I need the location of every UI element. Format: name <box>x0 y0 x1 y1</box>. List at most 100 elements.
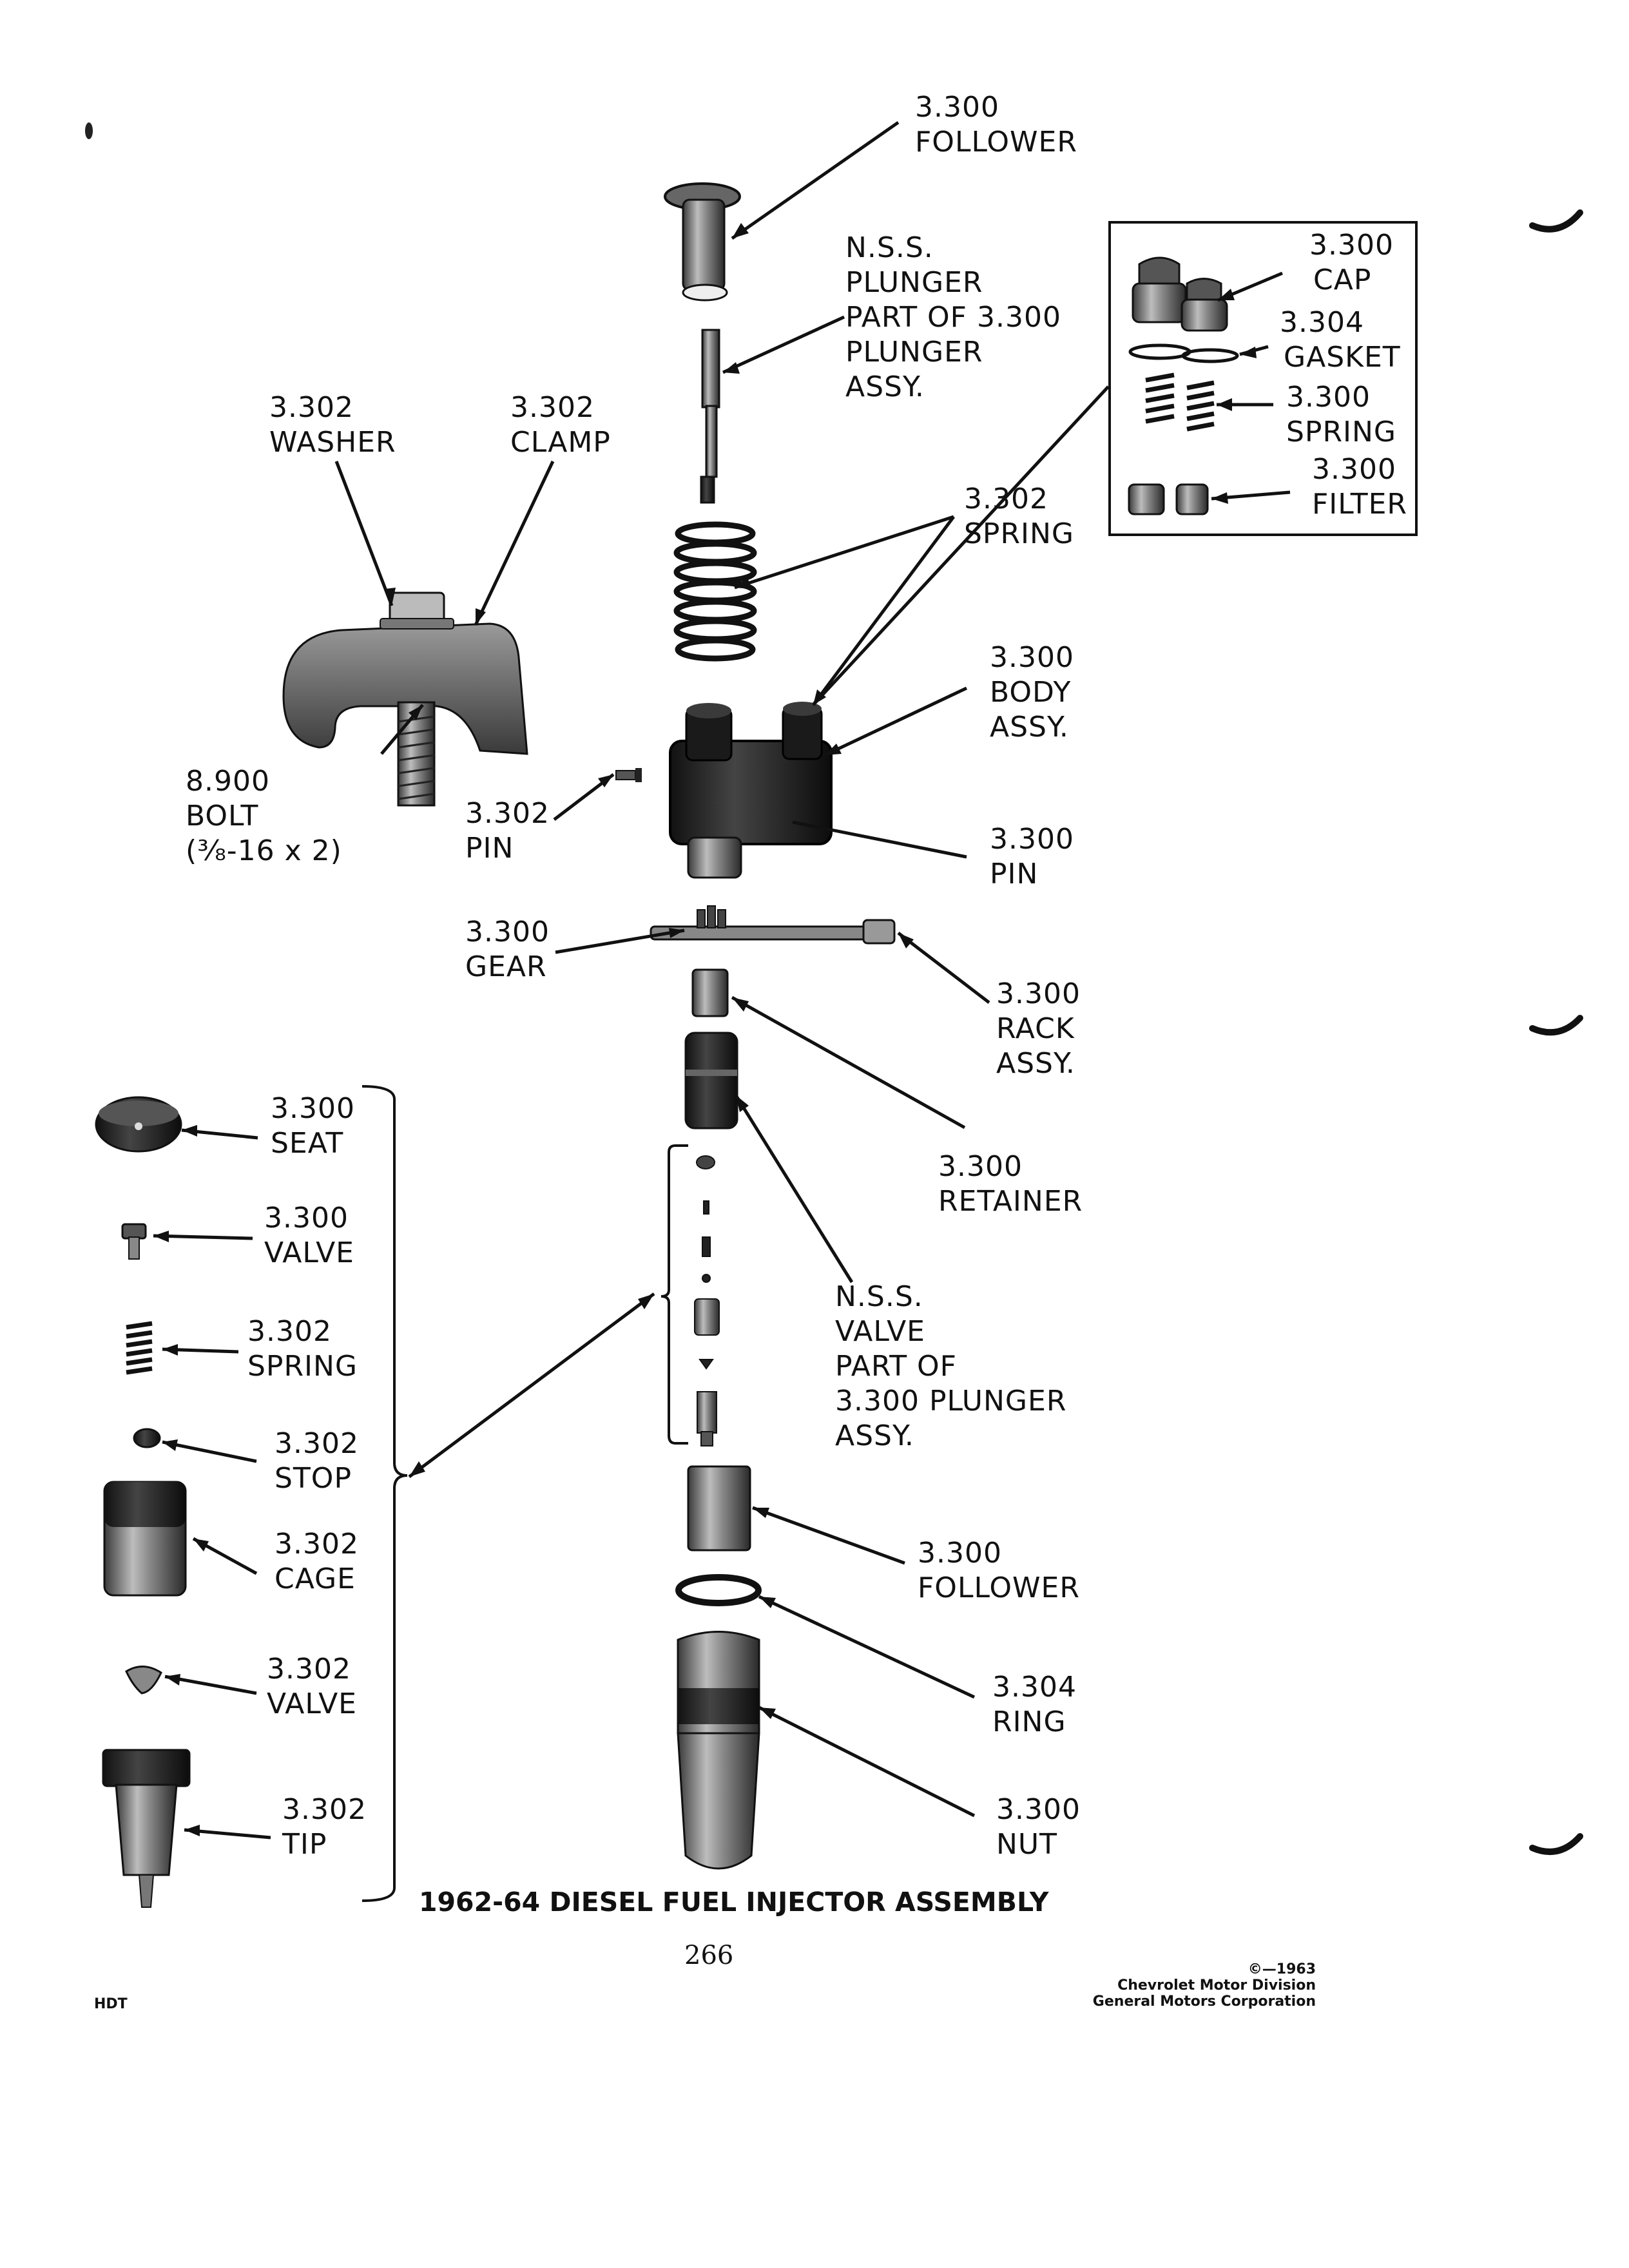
detail-bracket <box>361 1085 408 1902</box>
inset-label-cap: 3.300 CAP <box>1309 228 1394 298</box>
part-number: 3.302 <box>269 391 354 424</box>
part-name: FOLLOWER <box>915 126 1077 159</box>
part-number: 3.300 <box>996 1793 1081 1826</box>
inset-springs <box>1145 372 1215 432</box>
rack-gear-part <box>650 905 896 945</box>
part-name: PIN <box>465 832 514 865</box>
part-name: SEAT <box>271 1127 344 1160</box>
leader-lines <box>153 120 1291 1840</box>
detail-label-valve-2: 3.302 VALVE <box>267 1652 357 1722</box>
text-line: 3.300 PLUNGER <box>835 1385 1067 1418</box>
part-number: 3.300 <box>1286 381 1371 414</box>
label-nut: 3.300 NUT <box>996 1792 1081 1862</box>
stray-mark <box>85 122 93 139</box>
part-name: STOP <box>275 1462 352 1495</box>
part-number: 3.302 <box>510 391 595 424</box>
part-number: 3.300 <box>1312 453 1396 486</box>
main-spring-part <box>673 521 757 662</box>
label-clamp: 3.302 CLAMP <box>510 390 611 460</box>
part-name: NUT <box>996 1828 1057 1861</box>
part-number: 3.304 <box>1280 306 1364 339</box>
follower-top-part <box>664 182 741 302</box>
part-number: 3.300 <box>990 641 1074 674</box>
inset-filters <box>1128 483 1209 515</box>
margin-marks <box>1529 209 1583 1855</box>
inset-label-filter: 3.300 FILTER <box>1312 452 1407 522</box>
inset-caps <box>1132 256 1228 332</box>
spring-detail-part <box>126 1321 153 1375</box>
seat-detail-part <box>95 1096 182 1153</box>
page-number: 266 <box>684 1941 734 1970</box>
cage-detail-part <box>103 1481 187 1597</box>
clamp-part <box>282 591 528 755</box>
text-line: PLUNGER <box>845 336 983 369</box>
part-number: 3.300 <box>264 1202 349 1235</box>
label-main-spring: 3.302 SPRING <box>964 482 1074 552</box>
text-line: BODY <box>990 676 1072 709</box>
body-assembly-part <box>669 702 833 879</box>
part-number: 3.302 <box>267 1653 351 1686</box>
detail-label-spring: 3.302 SPRING <box>247 1314 358 1384</box>
detail-label-cage: 3.302 CAGE <box>275 1527 359 1597</box>
detail-label-valve: 3.300 VALVE <box>264 1201 354 1271</box>
small-pin-part <box>615 768 642 782</box>
copyright-line: ©—1963 <box>1248 1961 1316 1977</box>
part-number: 3.302 <box>275 1427 359 1460</box>
part-number: 3.302 <box>964 483 1048 515</box>
text-line: PART OF <box>835 1350 957 1383</box>
text-line: PART OF 3.300 <box>845 301 1061 334</box>
part-name: FILTER <box>1312 488 1407 521</box>
detail-label-seat: 3.300 SEAT <box>271 1091 355 1161</box>
part-number: 3.300 <box>271 1092 355 1125</box>
inset-label-gasket: 3.304 GASKET <box>1280 305 1401 375</box>
part-name: WASHER <box>269 426 396 459</box>
valve-parts-column <box>694 1155 720 1446</box>
part-number: 3.302 <box>465 797 550 830</box>
label-rack-assy: 3.300 RACK ASSY. <box>996 977 1081 1081</box>
part-number: 8.900 <box>186 765 270 798</box>
tip-detail-part <box>102 1749 191 1908</box>
part-name: SPRING <box>964 517 1075 550</box>
part-name: FOLLOWER <box>918 1571 1080 1604</box>
part-number: 3.300 <box>938 1150 1023 1183</box>
label-valve-group: N.S.S. VALVE PART OF 3.300 PLUNGER ASSY. <box>835 1280 1066 1454</box>
part-name: CAGE <box>275 1562 356 1595</box>
label-gear: 3.300 GEAR <box>465 915 550 985</box>
part-name: SPRING <box>247 1350 358 1383</box>
label-ring: 3.304 RING <box>992 1670 1077 1740</box>
part-name: VALVE <box>264 1236 354 1269</box>
inset-frame <box>1108 221 1418 536</box>
valve-bracket <box>660 1144 688 1445</box>
label-top-follower: 3.300 FOLLOWER <box>915 90 1077 160</box>
part-name: RING <box>992 1706 1066 1738</box>
label-bolt: 8.900 BOLT (³⁄₈-16 x 2) <box>186 764 342 869</box>
part-number: 3.302 <box>282 1793 367 1826</box>
part-number: 3.300 <box>1309 229 1394 262</box>
detail-label-tip: 3.302 TIP <box>282 1792 367 1862</box>
footer-copyright: ©—1963 Chevrolet Motor Division General … <box>1093 1961 1316 2010</box>
label-retainer: 3.300 RETAINER <box>938 1149 1083 1219</box>
copyright-line: General Motors Corporation <box>1092 1994 1316 2010</box>
text-line: RACK <box>996 1012 1075 1045</box>
text-line: VALVE <box>835 1315 925 1348</box>
text-line: PLUNGER <box>845 266 983 299</box>
part-name: RETAINER <box>938 1185 1083 1218</box>
part-name: SPRING <box>1286 416 1397 448</box>
part-number: 3.300 <box>996 977 1081 1010</box>
part-name: TIP <box>282 1828 327 1861</box>
part-number: 3.300 <box>915 91 999 124</box>
part-name: GEAR <box>465 950 547 983</box>
part-number: 3.300 <box>990 823 1074 856</box>
part-name: CAP <box>1313 264 1372 296</box>
footer-left-code: HDT <box>94 1996 128 2012</box>
text-line: ASSY. <box>996 1047 1075 1080</box>
part-name: BOLT <box>186 800 259 832</box>
figure-caption: 1962-64 DIESEL FUEL INJECTOR ASSEMBLY <box>419 1887 1049 1917</box>
part-number: 3.302 <box>247 1315 332 1348</box>
inset-label-spring: 3.300 SPRING <box>1286 380 1396 450</box>
label-small-pin: 3.302 PIN <box>465 796 550 866</box>
follower-bottom-part <box>687 1465 751 1552</box>
part-number: 3.300 <box>918 1537 1002 1570</box>
